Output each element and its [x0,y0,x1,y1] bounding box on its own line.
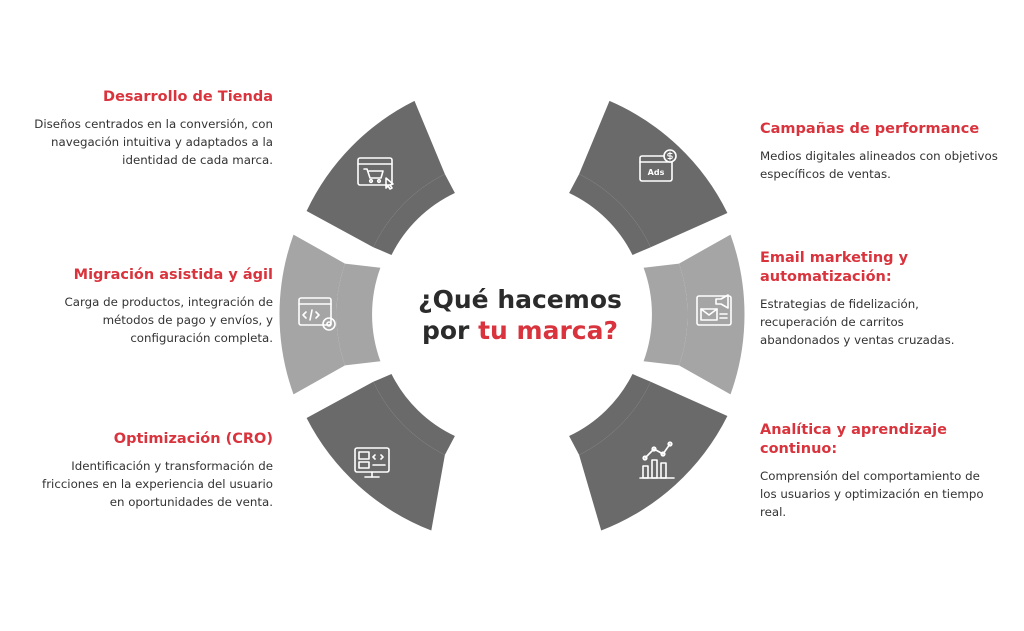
segment-email-inner-arc [643,263,688,366]
service-campanas-description: Medios digitales alineados con objetivos… [760,149,998,181]
segment-optimizacion-inner-arc [373,374,455,455]
segment-migracion [279,234,381,395]
segment-desarrollo [306,100,455,255]
service-email-title: Email marketing y automatización: [760,250,909,285]
segment-migracion-inner-arc [336,263,381,366]
segment-optimizacion-outer-arc [306,381,445,531]
segment-desarrollo-inner-arc [373,174,455,255]
center-title: ¿Qué hacemos por tu marca? [380,284,660,346]
center-title-line1: ¿Qué hacemos [418,285,622,314]
ads-dollar-icon: Ads [639,149,677,182]
segment-optimizacion [306,374,455,531]
segment-migracion-outer-arc [279,234,345,395]
service-optimizacion-title: Optimización (CRO) [113,431,273,447]
ads-label: Ads [648,168,665,177]
bar-line-chart-icon [639,441,675,479]
segment-analitica-outer-arc [579,381,728,531]
email-megaphone-icon [696,294,732,326]
shopping-cart-browser-icon [357,157,394,190]
service-optimizacion-description: Identificación y transformación de fricc… [42,459,273,509]
service-desarrollo: Desarrollo de Tienda Diseños centrados e… [33,88,273,169]
service-analitica: Analítica y aprendizaje continuo: Compre… [760,421,1000,521]
service-migracion-title: Migración asistida y ágil [73,267,273,283]
segment-campanas [569,100,728,255]
service-email: Email marketing y automatización: Estrat… [760,249,970,349]
service-campanas-title: Campañas de performance [760,121,980,137]
service-optimizacion: Optimización (CRO) Identificación y tran… [33,430,273,511]
service-analitica-description: Comprensión del comportamiento de los us… [760,469,984,519]
service-analitica-title: Analítica y aprendizaje continuo: [760,422,947,457]
service-migracion: Migración asistida y ágil Carga de produ… [33,266,273,347]
segment-desarrollo-outer-arc [306,100,445,248]
segment-campanas-inner-arc [569,174,651,255]
service-email-description: Estrategias de fidelización, recuperació… [760,297,955,347]
segment-analitica-inner-arc [569,374,651,455]
code-gear-browser-icon [298,297,336,331]
service-desarrollo-title: Desarrollo de Tienda [103,89,273,105]
service-campanas: Campañas de performance Medios digitales… [760,120,1005,183]
service-desarrollo-description: Diseños centrados en la conversión, con … [34,117,273,167]
segment-campanas-outer-arc [579,100,728,248]
center-title-line2: por tu marca? [380,315,660,346]
segment-email [643,234,745,395]
center-title-accent: tu marca? [478,316,618,345]
segment-email-outer-arc [679,234,745,395]
monitor-layout-code-icon [354,447,390,478]
service-migracion-description: Carga de productos, integración de métod… [64,295,273,345]
segment-analitica [569,374,728,531]
center-title-prefix: por [421,316,479,345]
